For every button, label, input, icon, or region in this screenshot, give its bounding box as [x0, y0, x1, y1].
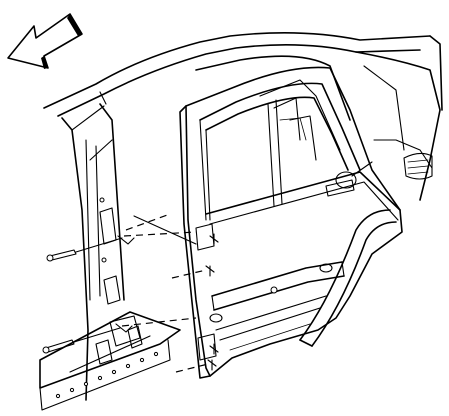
hinge-bolts	[42, 213, 219, 373]
rear-door	[179, 66, 403, 379]
rocker-panel	[39, 311, 181, 411]
forward-direction-arrow	[7, 13, 83, 69]
vehicle-body-side	[43, 32, 443, 401]
